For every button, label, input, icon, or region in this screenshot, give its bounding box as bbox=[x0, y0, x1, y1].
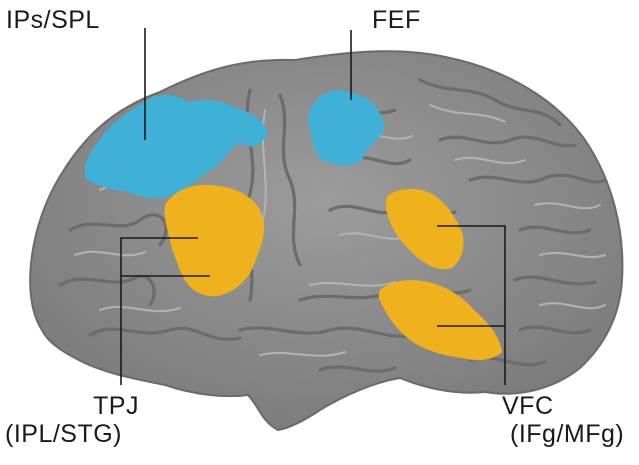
vfc-label-line1: VFC bbox=[502, 392, 624, 420]
tpj-label-line1: TPJ bbox=[93, 392, 139, 420]
vfc-label: VFC (IFg/MFg) bbox=[502, 392, 624, 448]
fef-label: FEF bbox=[372, 6, 421, 34]
tpj-label: TPJ (IPL/STG) bbox=[93, 392, 139, 448]
vfc-label-line2: (IFg/MFg) bbox=[510, 420, 624, 448]
tpj-label-line2: (IPL/STG) bbox=[5, 420, 139, 448]
ips-spl-label: IPs/SPL bbox=[6, 6, 100, 34]
